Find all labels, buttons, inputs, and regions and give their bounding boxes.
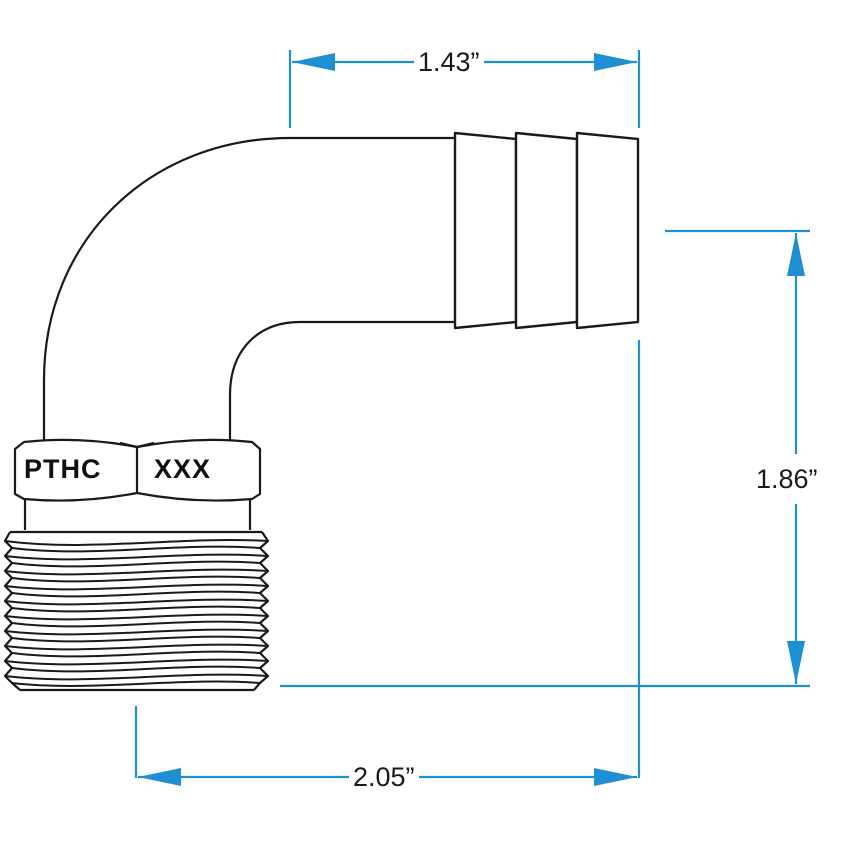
elbow-outer-curve	[42, 136, 458, 442]
arrow-up-icon	[787, 233, 805, 276]
barb-2	[514, 131, 579, 330]
arrow-left-icon	[292, 53, 335, 71]
arrow-right-icon	[594, 768, 637, 786]
hex-marking-right: XXX	[154, 454, 212, 484]
thread-left-edge	[3, 531, 21, 691]
thread-lines	[4, 539, 269, 687]
dimension-top-width: 1.43”	[414, 47, 484, 77]
hose-barbs	[453, 131, 640, 330]
elbow-body	[42, 136, 458, 442]
dimension-lines	[134, 50, 810, 786]
barb-3	[575, 131, 640, 330]
hex-top-chamfer	[119, 441, 155, 449]
arrow-right-icon	[594, 53, 637, 71]
arrow-left-icon	[138, 768, 181, 786]
dimension-height: 1.86”	[752, 454, 822, 504]
barb-1	[453, 131, 518, 330]
thread-right-edge	[253, 531, 270, 691]
elbow-inner-curve	[228, 320, 458, 442]
neck	[23, 500, 252, 530]
hex-marking-left: PTHC	[24, 454, 102, 484]
dimension-bottom-width: 2.05”	[349, 762, 419, 792]
arrow-down-icon	[787, 641, 805, 684]
pipe-threads	[3, 530, 270, 692]
hex-nut	[13, 438, 262, 502]
